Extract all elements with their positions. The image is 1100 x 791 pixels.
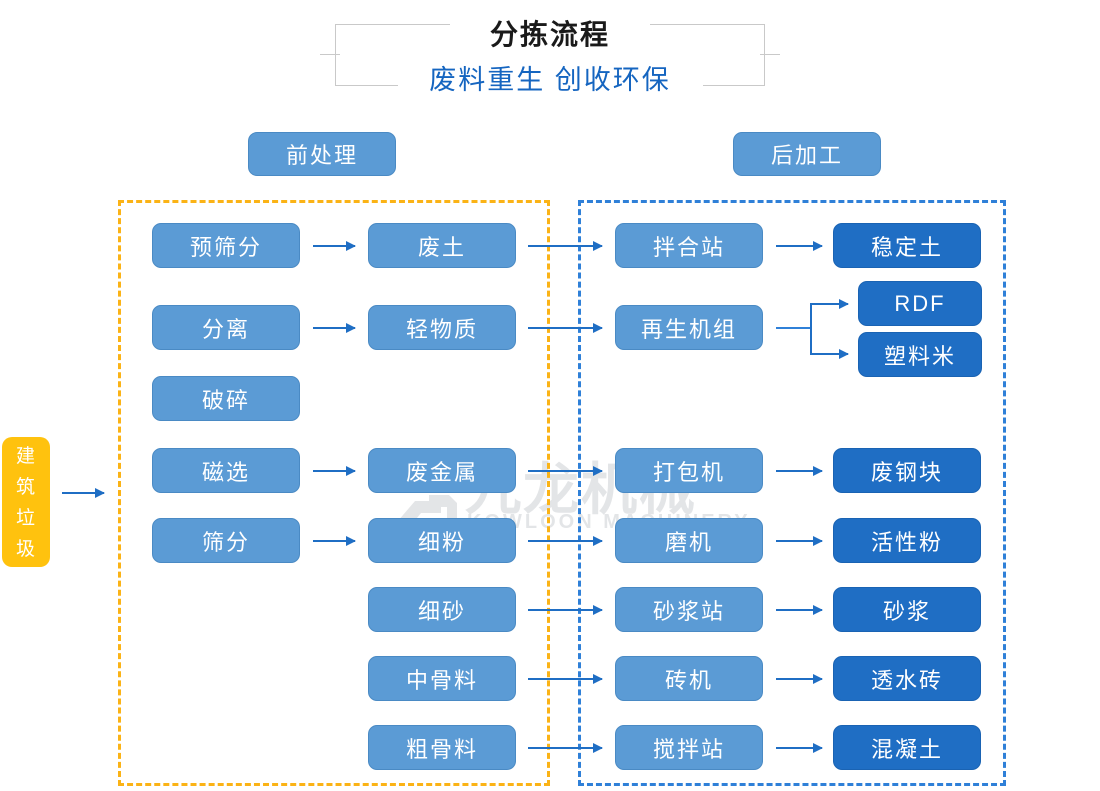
- node-process-1[interactable]: 分离: [152, 305, 300, 350]
- node-material-1[interactable]: 轻物质: [368, 305, 516, 350]
- pre-process-zone: [118, 200, 550, 786]
- section-chip-pre[interactable]: 前处理: [248, 132, 396, 176]
- node-product-7[interactable]: 混凝土: [833, 725, 981, 770]
- arrow-equipment0-product0: [776, 241, 823, 251]
- page-title: 分拣流程: [489, 19, 610, 50]
- section-chip-post[interactable]: 后加工: [733, 132, 881, 176]
- arrow-process0-material0: [313, 241, 356, 251]
- arrow-equipment2-product3: [776, 466, 823, 476]
- arrow-source-to-pre: [62, 488, 105, 498]
- node-product-2[interactable]: 塑料米: [858, 332, 982, 377]
- node-equipment-1[interactable]: 再生机组: [615, 305, 763, 350]
- node-product-6[interactable]: 透水砖: [833, 656, 981, 701]
- arrow-material6-equipment6: [528, 743, 603, 753]
- arrow-process3-material2: [313, 466, 356, 476]
- node-equipment-5[interactable]: 砖机: [615, 656, 763, 701]
- node-material-0[interactable]: 废土: [368, 223, 516, 268]
- arrow-material4-equipment4: [528, 605, 603, 615]
- node-process-0[interactable]: 预筛分: [152, 223, 300, 268]
- arrow-material1-equipment1: [528, 323, 603, 333]
- node-product-5[interactable]: 砂浆: [833, 587, 981, 632]
- node-product-3[interactable]: 废钢块: [833, 448, 981, 493]
- node-material-6[interactable]: 粗骨料: [368, 725, 516, 770]
- arrow-process1-material1: [313, 323, 356, 333]
- arrow-material3-equipment3: [528, 536, 603, 546]
- branch-stem-line: [776, 327, 812, 329]
- node-material-4[interactable]: 细砂: [368, 587, 516, 632]
- node-equipment-3[interactable]: 磨机: [615, 518, 763, 563]
- arrow-process4-material3: [313, 536, 356, 546]
- arrow-equipment5-product6: [776, 674, 823, 684]
- page-subtitle: 废料重生 创收环保: [429, 65, 671, 95]
- title-frame-right-tick: [760, 54, 780, 55]
- node-product-4[interactable]: 活性粉: [833, 518, 981, 563]
- node-material-5[interactable]: 中骨料: [368, 656, 516, 701]
- node-product-0[interactable]: 稳定土: [833, 223, 981, 268]
- arrow-material0-equipment0: [528, 241, 603, 251]
- title-frame-left-tick: [320, 54, 340, 55]
- arrow-equipment4-product5: [776, 605, 823, 615]
- node-material-3[interactable]: 细粉: [368, 518, 516, 563]
- arrow-branch-to-plastic: [810, 349, 849, 359]
- node-equipment-0[interactable]: 拌合站: [615, 223, 763, 268]
- node-material-2[interactable]: 废金属: [368, 448, 516, 493]
- arrow-branch-to-rdf: [810, 299, 849, 309]
- title-frame-top-gap: [450, 18, 650, 40]
- node-equipment-2[interactable]: 打包机: [615, 448, 763, 493]
- post-process-zone: [578, 200, 1006, 786]
- node-equipment-6[interactable]: 搅拌站: [615, 725, 763, 770]
- arrow-equipment6-product7: [776, 743, 823, 753]
- branch-vertical-line: [810, 303, 812, 353]
- title-frame-bottom-gap: [398, 72, 703, 106]
- node-process-3[interactable]: 磁选: [152, 448, 300, 493]
- node-product-1[interactable]: RDF: [858, 281, 982, 326]
- arrow-material2-equipment2: [528, 466, 603, 476]
- node-process-4[interactable]: 筛分: [152, 518, 300, 563]
- node-equipment-4[interactable]: 砂浆站: [615, 587, 763, 632]
- node-process-2[interactable]: 破碎: [152, 376, 300, 421]
- arrow-material5-equipment5: [528, 674, 603, 684]
- arrow-equipment3-product4: [776, 536, 823, 546]
- source-box-construction-waste[interactable]: 建筑垃圾: [2, 437, 50, 567]
